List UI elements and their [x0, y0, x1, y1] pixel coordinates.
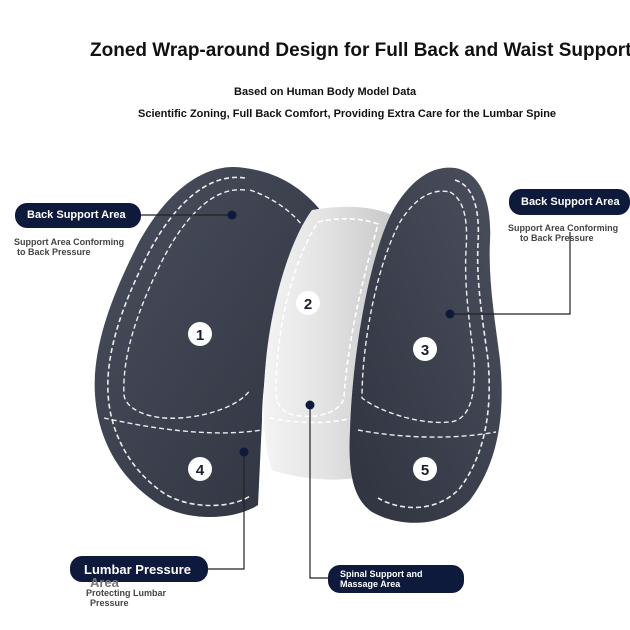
label-line: Area: [90, 575, 119, 590]
spinal-support-label: Spinal Support and Massage Area: [328, 565, 464, 593]
desc-line: Support Area Conforming: [508, 223, 619, 233]
callout-lines: [128, 214, 571, 579]
back-support-right-label: Back Support Area: [509, 189, 630, 215]
zone-badge-4: 4: [188, 457, 212, 481]
zone-badge-5: 5: [413, 457, 437, 481]
lumbar-pressure-desc: Protecting Lumbar Pressure: [86, 588, 166, 608]
label-line: Lumbar Pressure: [84, 562, 191, 577]
center-spine-piece: [263, 206, 392, 480]
callout-dots: [227, 210, 455, 457]
zone-number: 4: [196, 462, 205, 479]
label-line: Spinal Support and: [340, 569, 423, 579]
subtitle-model-data: Based on Human Body Model Data: [234, 86, 417, 98]
back-support-left-desc: Support Area Conforming to Back Pressure: [14, 237, 124, 257]
label-line: Massage Area: [340, 579, 401, 589]
back-support-left-label: Back Support Area: [15, 203, 141, 228]
zone-number: 3: [421, 342, 429, 359]
desc-line: Support Area Conforming: [14, 237, 125, 247]
desc-line: to Back Pressure: [17, 247, 91, 257]
desc-line: to Back Pressure: [520, 233, 594, 243]
zone-number: 5: [421, 462, 429, 479]
zone-number: 1: [196, 327, 204, 344]
callout-dot: [227, 210, 237, 220]
zone-number: 2: [304, 296, 312, 313]
subtitle-zoning: Scientific Zoning, Full Back Comfort, Pr…: [138, 108, 557, 120]
zone-badge-1: 1: [188, 322, 212, 346]
desc-line: Pressure: [90, 598, 129, 608]
callout-dot: [239, 447, 249, 457]
lumbar-pressure-label: Lumbar Pressure Area: [70, 556, 208, 589]
desc-line: Protecting Lumbar: [86, 588, 167, 598]
callout-dot: [305, 400, 315, 410]
zone-badge-2: 2: [296, 291, 320, 315]
back-support-right-desc: Support Area Conforming to Back Pressure: [508, 223, 618, 243]
callout-dot: [445, 309, 455, 319]
page-title: Zoned Wrap-around Design for Full Back a…: [90, 40, 630, 61]
zone-badge-3: 3: [413, 337, 437, 361]
